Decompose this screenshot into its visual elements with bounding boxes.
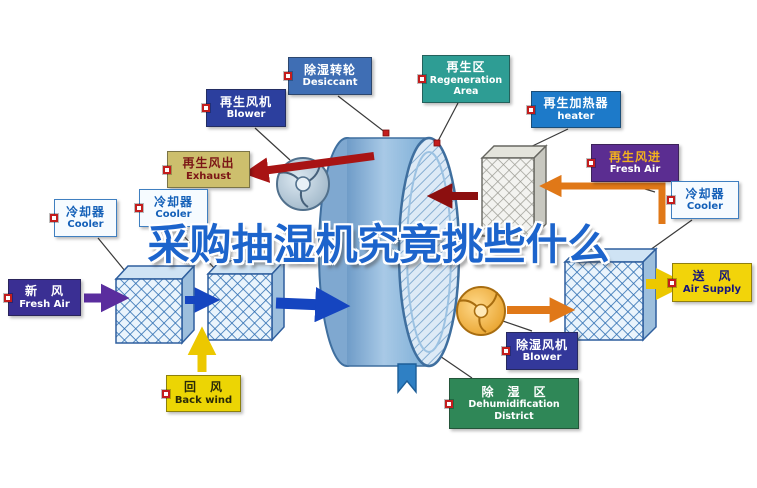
label-en: Dehumidification District — [468, 399, 560, 422]
label-zh: 再生区 — [446, 60, 486, 75]
label-zh: 冷却器 — [65, 204, 105, 219]
dehumidification-blower-fan — [456, 286, 506, 336]
label-desiccant: 除湿转轮 Desiccant — [284, 57, 372, 95]
label-zh: 冷却器 — [685, 186, 725, 201]
label-zh: 冷却器 — [153, 194, 193, 209]
label-en: Blower — [226, 109, 266, 121]
label-zh: 再生风机 — [219, 94, 272, 109]
arrow-into-wheel — [275, 287, 351, 323]
label-fresh-air: 新 风 Fresh Air — [4, 279, 81, 316]
label-marker-icon — [445, 399, 453, 408]
label-marker-icon — [418, 75, 426, 83]
label-zh: 送 风 — [692, 269, 732, 284]
diagram-title: 采购抽湿机究竟挑些什么 — [147, 220, 610, 269]
label-en: Exhaust — [186, 170, 231, 182]
label-air-supply: 送 风 Air Supply — [668, 263, 752, 302]
label-marker-icon — [667, 196, 675, 204]
label-en: Cooler — [686, 201, 724, 213]
label-zh: 除湿转轮 — [303, 62, 356, 77]
label-marker-icon — [50, 214, 58, 222]
label-en: Desiccant — [302, 77, 358, 89]
label-en: heater — [557, 110, 595, 122]
label-zh: 除 湿 区 — [481, 384, 547, 399]
arrow-regen-fresh-in — [539, 174, 666, 224]
label-dehumidification-blower: 除湿风机 Blower — [502, 332, 578, 370]
label-dehumidification-district: 除 湿 区 Dehumidification District — [445, 378, 579, 429]
label-marker-icon — [4, 293, 12, 302]
label-en: Regeneration Area — [429, 74, 503, 98]
label-cooler-mid: 冷却器 Cooler — [135, 189, 208, 227]
label-marker-icon — [502, 347, 510, 355]
label-marker-icon — [162, 389, 170, 398]
arrow-exhaust-out — [242, 152, 375, 183]
label-regeneration-blower: 再生风机 Blower — [202, 89, 286, 127]
label-regeneration-heater: 再生加热器 heater — [527, 91, 621, 128]
label-en: Air Supply — [682, 283, 742, 295]
label-marker-icon — [527, 105, 535, 114]
label-marker-icon — [284, 72, 292, 80]
label-zh: 新 风 — [24, 284, 64, 299]
airflow-arrows — [84, 152, 689, 372]
left-duct-cooler-1 — [114, 264, 196, 345]
label-en: Fresh Air — [609, 164, 661, 176]
label-regeneration-area: 再生区 Regeneration Area — [418, 55, 510, 103]
label-marker-icon — [587, 159, 595, 167]
label-en: Back wind — [174, 394, 233, 406]
label-en: Cooler — [155, 209, 192, 221]
label-zh: 再生加热器 — [543, 96, 609, 111]
label-zh: 除湿风机 — [515, 337, 568, 352]
label-en: Blower — [522, 352, 562, 364]
label-zh: 再生风进 — [608, 149, 661, 164]
label-cooler-right: 冷却器 Cooler — [667, 181, 739, 219]
label-marker-icon — [163, 165, 171, 174]
label-en: Cooler — [67, 219, 104, 231]
label-back-wind: 回 风 Back wind — [162, 375, 241, 412]
label-regeneration-fresh-air: 再生风进 Fresh Air — [587, 144, 679, 182]
left-duct-cooler-2 — [206, 259, 286, 342]
label-exhaust: 再生风出 Exhaust — [163, 151, 250, 188]
leader-end-markers — [382, 129, 441, 147]
label-marker-icon — [202, 104, 210, 112]
label-en: Fresh Air — [19, 298, 70, 310]
label-cooler-left: 冷却器 Cooler — [50, 199, 117, 237]
wheel-drive-tab — [397, 363, 417, 394]
heater-element — [480, 144, 548, 238]
label-marker-icon — [668, 278, 676, 287]
label-zh: 再生风出 — [182, 156, 235, 171]
label-zh: 回 风 — [183, 380, 223, 395]
label-marker-icon — [135, 204, 143, 212]
